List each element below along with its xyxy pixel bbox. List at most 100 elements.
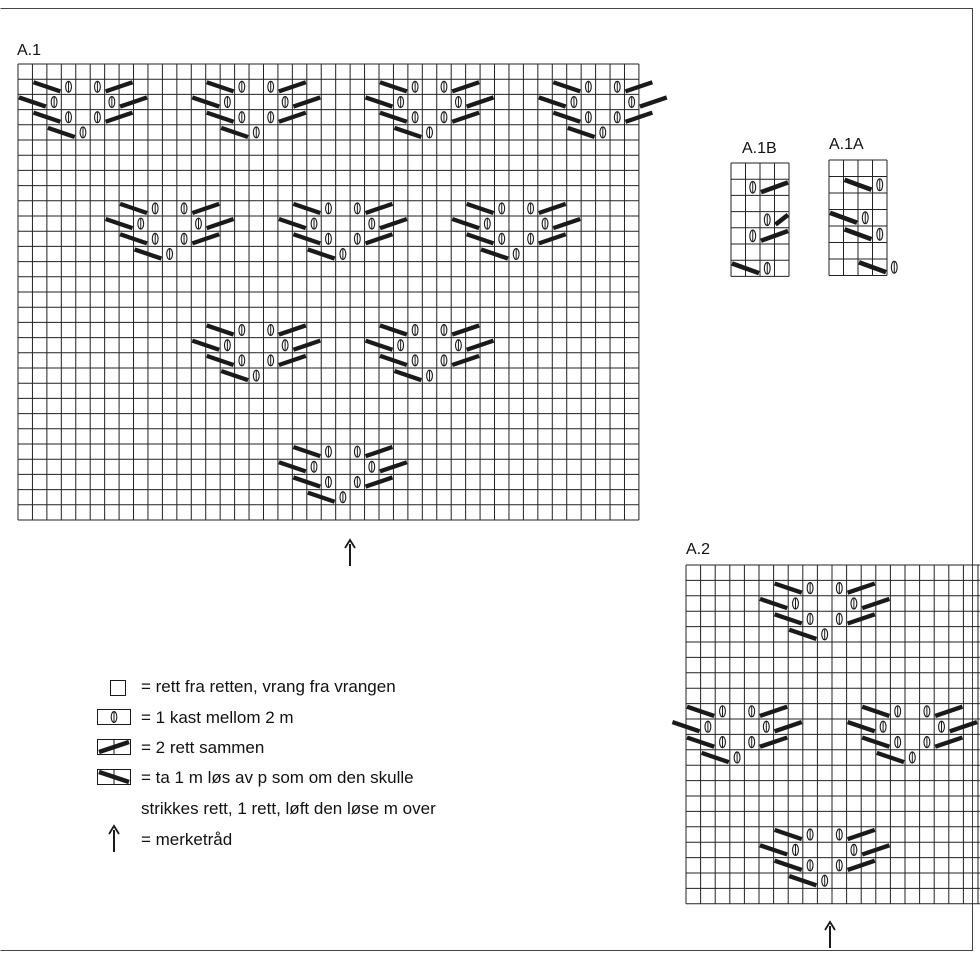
slip-knit-pass-icon bbox=[191, 338, 220, 352]
k2tog-icon bbox=[538, 201, 567, 215]
slip-knit-pass-icon bbox=[788, 627, 818, 641]
slip-knit-pass-icon bbox=[32, 80, 62, 94]
chart-a1-marker-arrow-icon bbox=[344, 538, 356, 566]
legend-marker-text: = merketråd bbox=[141, 830, 233, 849]
k2tog-icon bbox=[292, 338, 321, 352]
k2tog-icon bbox=[278, 110, 307, 124]
k2tog-icon bbox=[774, 213, 790, 227]
k2tog-icon bbox=[191, 232, 220, 246]
slip-knit-pass-icon bbox=[858, 260, 887, 275]
slip-knit-pass-icon bbox=[861, 735, 891, 749]
k2tog-icon bbox=[846, 612, 876, 626]
k2tog-icon bbox=[465, 338, 495, 352]
k2tog-icon bbox=[759, 735, 788, 749]
slip-knit-pass-icon bbox=[552, 110, 581, 124]
arrow-head bbox=[824, 920, 836, 931]
k2tog-icon bbox=[278, 80, 307, 94]
chart-a1-label: A.1 bbox=[17, 42, 42, 59]
slip-knit-pass-icon bbox=[773, 827, 803, 842]
k2tog-icon bbox=[119, 95, 148, 109]
chart-a2-marker-arrow-icon bbox=[824, 920, 836, 948]
slip-knit-pass-icon bbox=[119, 201, 148, 215]
slip-knit-pass-icon bbox=[292, 201, 321, 215]
slip-knit-pass-icon bbox=[465, 201, 495, 215]
slip-knit-pass-icon bbox=[686, 704, 715, 718]
slip-knit-pass-icon bbox=[220, 125, 249, 139]
k2tog-icon bbox=[538, 232, 567, 246]
slip-knit-pass-icon bbox=[393, 369, 423, 383]
slip-knit-pass-icon bbox=[292, 475, 321, 489]
k2tog-icon bbox=[191, 201, 220, 215]
slip-knit-pass-icon bbox=[700, 750, 730, 765]
k2tog-icon bbox=[104, 110, 134, 124]
slip-knit-pass-icon bbox=[671, 720, 701, 734]
k2tog-icon bbox=[949, 720, 978, 734]
slip-knit-pass-icon bbox=[364, 95, 394, 109]
slip-knit-pass-icon bbox=[191, 95, 220, 109]
slip-knit-pass-icon bbox=[206, 110, 235, 124]
k2tog-icon bbox=[98, 739, 130, 755]
slip-knit-pass-icon bbox=[220, 369, 249, 383]
k2tog-icon bbox=[846, 858, 876, 872]
slip-knit-pass-icon bbox=[451, 217, 480, 231]
empty-square-icon bbox=[110, 680, 126, 696]
k2tog-icon bbox=[861, 596, 891, 611]
slip-knit-pass-icon bbox=[876, 750, 905, 765]
slip-knit-pass-icon bbox=[686, 735, 715, 749]
slip-knit-pass-icon bbox=[206, 323, 235, 337]
k2tog-icon bbox=[934, 704, 964, 718]
k2tog-icon bbox=[451, 110, 480, 124]
slip-knit-pass-icon bbox=[773, 612, 803, 626]
arrow-head bbox=[344, 538, 356, 549]
k2tog-icon bbox=[451, 323, 480, 337]
chart-a2-grid bbox=[671, 564, 980, 905]
slip-knit-pass-icon bbox=[861, 704, 891, 718]
k2tog-icon bbox=[773, 720, 803, 734]
k2tog-icon bbox=[760, 228, 789, 243]
k2tog-icon bbox=[624, 80, 654, 94]
k2tog-icon bbox=[364, 201, 394, 215]
k2tog-icon bbox=[465, 95, 495, 109]
k2tog-icon bbox=[846, 827, 876, 842]
slip-knit-pass-icon bbox=[98, 769, 130, 785]
slip-knit-pass-icon bbox=[379, 110, 408, 124]
slip-knit-pass-icon bbox=[104, 217, 134, 231]
slip-knit-pass-icon bbox=[773, 581, 803, 595]
arrow-head bbox=[108, 824, 120, 835]
k2tog-icon bbox=[861, 843, 891, 857]
chart-a1b-label: A.1B bbox=[742, 140, 777, 157]
slip-knit-pass-icon bbox=[292, 232, 321, 246]
k2tog-icon bbox=[934, 735, 964, 749]
slip-knit-pass-icon bbox=[278, 460, 307, 474]
k2tog-icon bbox=[379, 460, 408, 474]
k2tog-icon bbox=[552, 217, 581, 231]
chart-a2-grid-lines bbox=[685, 564, 980, 905]
k2tog-icon bbox=[292, 95, 321, 109]
k2tog-icon bbox=[759, 704, 788, 718]
slip-knit-pass-icon bbox=[846, 720, 876, 734]
slip-knit-pass-icon bbox=[133, 247, 163, 261]
slip-knit-pass-icon bbox=[379, 353, 408, 367]
legend-symbols bbox=[97, 680, 131, 785]
sheet-border bbox=[0, 8, 973, 951]
k2tog-icon bbox=[206, 217, 235, 231]
slip-knit-pass-icon bbox=[788, 874, 818, 888]
slip-knit-pass-icon bbox=[278, 217, 307, 231]
slip-knit-pass-icon bbox=[307, 490, 336, 504]
slip-knit-pass-icon bbox=[364, 338, 394, 352]
k2tog-icon bbox=[104, 80, 134, 94]
slip-knit-pass-icon bbox=[393, 125, 423, 139]
slip-knit-pass-icon bbox=[119, 232, 148, 246]
slip-knit-pass-icon bbox=[843, 177, 873, 192]
legend-skpo-text-1: = ta 1 m løs av p som om den skulle bbox=[141, 768, 414, 787]
chart-a1a-label: A.1A bbox=[829, 136, 864, 153]
slip-knit-pass-icon bbox=[480, 247, 509, 261]
k2tog-icon bbox=[451, 353, 480, 367]
slip-knit-pass-icon bbox=[206, 80, 235, 94]
slip-knit-pass-icon bbox=[759, 596, 788, 611]
k2tog-icon bbox=[278, 353, 307, 367]
slip-knit-pass-icon bbox=[379, 323, 408, 337]
slip-knit-pass-icon bbox=[538, 95, 567, 109]
k2tog-icon bbox=[846, 581, 876, 595]
